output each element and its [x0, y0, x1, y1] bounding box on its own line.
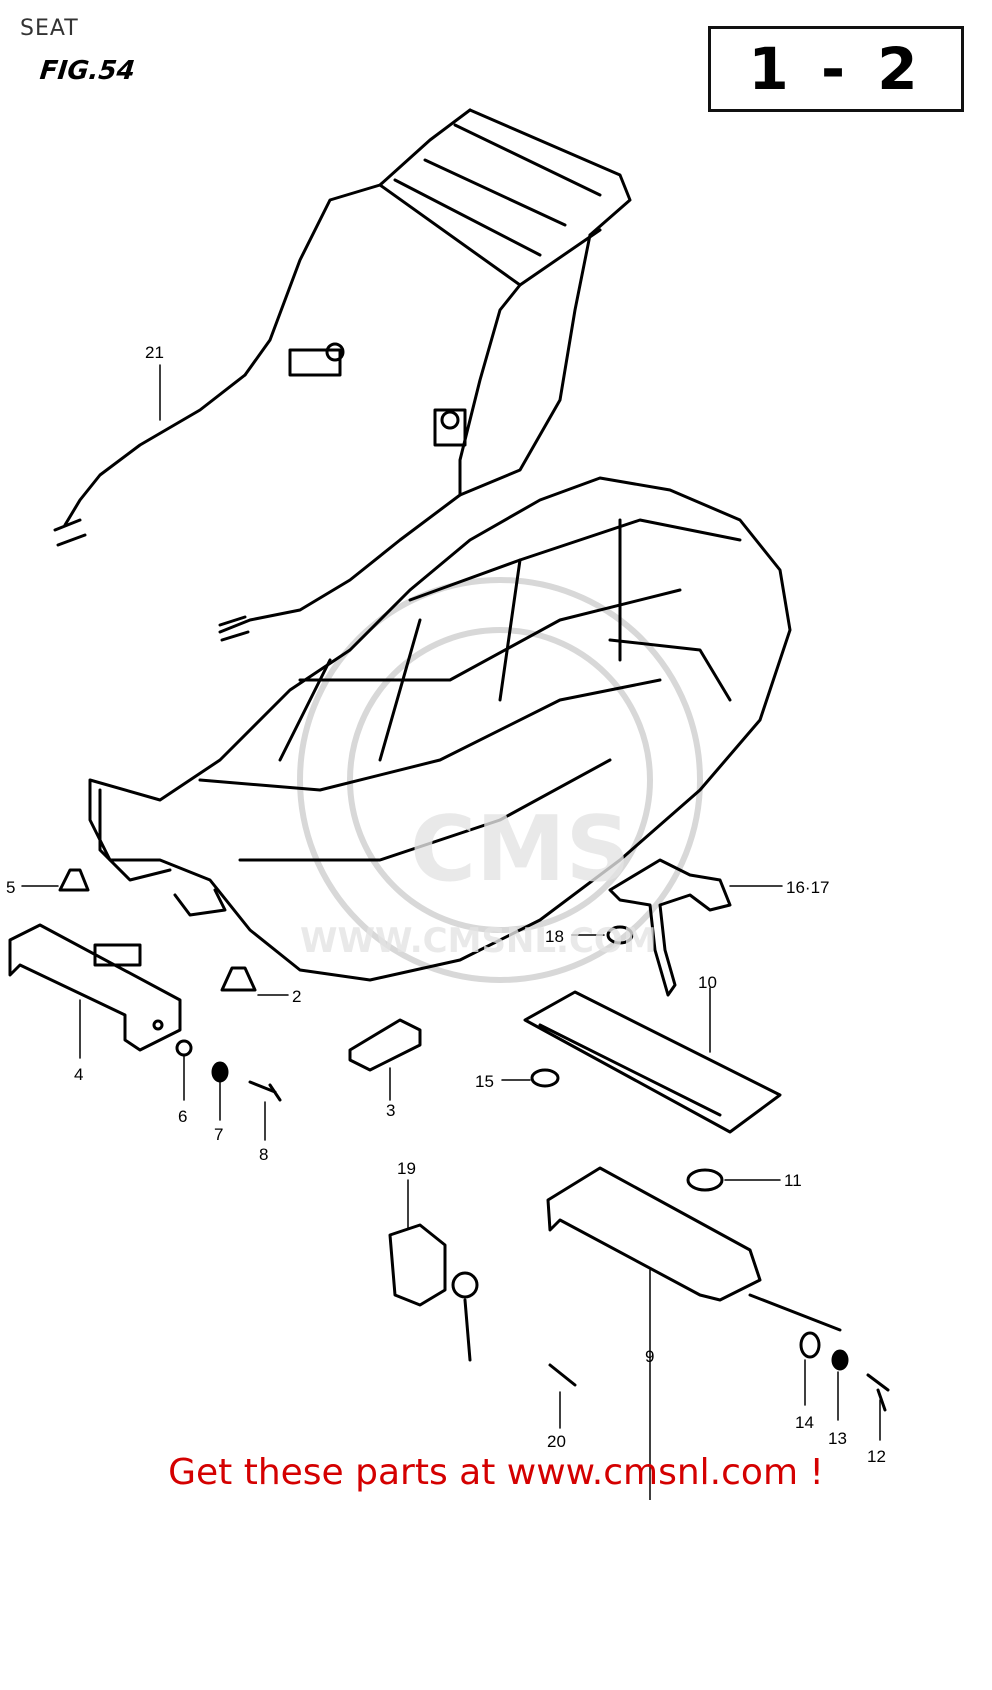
front-arrow-marker-icon: [16, 1650, 76, 1690]
callout-8: 8: [259, 1145, 268, 1164]
bolt-20: [548, 1363, 577, 1387]
washer-14: [799, 1331, 821, 1359]
section-number-box: 1 - 2: [708, 26, 964, 112]
callout-7: 7: [214, 1125, 223, 1144]
callout-2: 2: [292, 987, 301, 1006]
callout-19: 19: [397, 1159, 416, 1178]
callout-14: 14: [795, 1413, 814, 1432]
nut-13: [831, 1349, 849, 1371]
washer-6: [175, 1039, 193, 1057]
callout-5: 5: [6, 878, 15, 897]
seat-hinge-16-17: [608, 858, 732, 997]
watermark-url: WWW.CMSNL.COM: [300, 921, 657, 961]
rear-carrier-rack: [53, 108, 632, 642]
callout-18: 18: [545, 927, 564, 946]
callout-11: 11: [784, 1171, 802, 1190]
callout-4: 4: [74, 1065, 83, 1084]
callout-15: 15: [475, 1072, 494, 1091]
callout-9: 9: [645, 1347, 654, 1366]
seat-body: [88, 476, 792, 982]
diagram-title: SEAT: [20, 16, 79, 41]
lock-plate-10: [523, 990, 782, 1134]
watermark-brand: CMS: [410, 797, 630, 902]
seat-bracket-4: [8, 923, 182, 1052]
callout-3: 3: [386, 1101, 395, 1120]
grommet-18: [606, 925, 634, 945]
seat-lock-19: [388, 1223, 479, 1362]
callout-13: 13: [828, 1429, 847, 1448]
plate-3: [348, 1018, 422, 1072]
grommet-15: [530, 1068, 560, 1088]
seat-latch-9: [546, 1166, 842, 1332]
watermark-logo: [297, 577, 703, 983]
bolt-12: [866, 1373, 890, 1412]
callout-12: 12: [867, 1447, 886, 1466]
nut-7: [211, 1061, 229, 1083]
callout-21: 21: [145, 343, 164, 362]
seat-exploded-diagram: 21 5 2 4 6 7 8 3 16·17 18 10 15 11 19 9 …: [6, 108, 890, 1500]
cap-11: [686, 1168, 724, 1192]
callout-20: 20: [547, 1432, 566, 1451]
seat-cushion-5: [58, 868, 90, 892]
seat-cushion-2: [220, 966, 257, 992]
bolt-8: [248, 1080, 282, 1102]
callout-10: 10: [698, 973, 717, 992]
footer-link-text[interactable]: Get these parts at www.cmsnl.com !: [168, 1452, 824, 1493]
callout-6: 6: [178, 1107, 187, 1126]
callout-16-17: 16·17: [786, 878, 829, 897]
